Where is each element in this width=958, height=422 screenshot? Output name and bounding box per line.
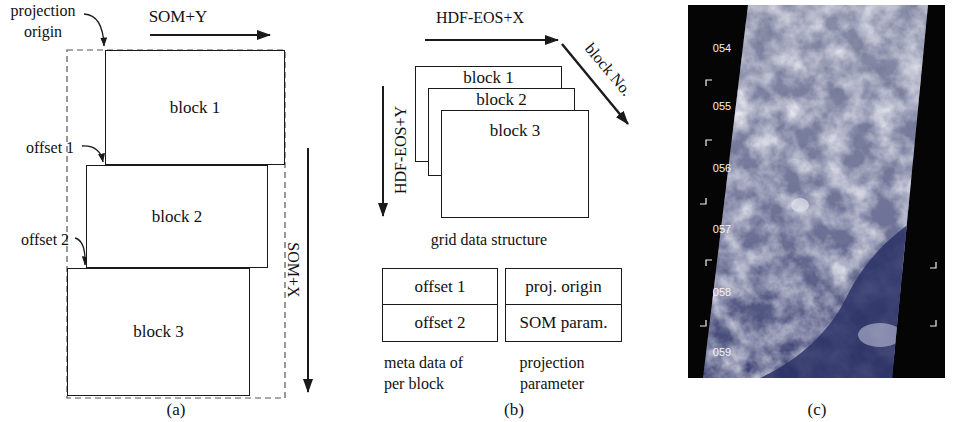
block-box: block 3 <box>67 268 250 396</box>
block-box: block 2 <box>86 165 268 268</box>
box-text: block 3 <box>133 322 184 342</box>
panel-label: (c) <box>808 399 827 421</box>
block-box: block 3 <box>441 110 589 218</box>
image-background <box>688 5 945 378</box>
callout-label: offset 2 <box>21 230 69 251</box>
axis-arrow <box>150 34 270 36</box>
callout-label: projection origin <box>3 1 83 43</box>
axis-label: HDF-EOS+X <box>436 8 524 29</box>
box-text: proj. origin <box>525 277 602 297</box>
path-number: 054 <box>713 41 731 55</box>
caption-label: grid data structure <box>431 230 547 251</box>
path-number: 056 <box>713 161 731 175</box>
path-number: 059 <box>713 345 731 359</box>
path-number: 055 <box>713 99 731 113</box>
caption-label: projection parameter <box>511 353 593 395</box>
axis-arrow <box>382 86 384 216</box>
panel-label: (b) <box>504 399 524 421</box>
leader-arrow <box>84 14 104 46</box>
box-text: block 2 <box>476 90 527 110</box>
box-text: block 2 <box>152 207 203 227</box>
leader-arrow <box>82 146 103 162</box>
box-text: offset 2 <box>414 313 465 333</box>
box-text: block 1 <box>170 98 221 118</box>
path-number: 057 <box>713 222 731 236</box>
block-box: block 1 <box>105 50 285 165</box>
leader-arrow <box>75 238 85 265</box>
table-cell: offset 1 <box>382 268 498 305</box>
axis-label: SOM+Y <box>149 6 208 28</box>
panel-label: (a) <box>167 399 186 421</box>
axis-arrow <box>425 39 558 41</box>
box-text: block 1 <box>463 68 514 88</box>
table-cell: offset 2 <box>382 304 498 342</box>
axis-label: block No. <box>580 39 636 101</box>
tick-marks <box>700 80 936 326</box>
axis-label: HDF-EOS+Y <box>391 106 412 194</box>
path-number: 058 <box>713 285 731 299</box>
box-text: offset 1 <box>414 277 465 297</box>
extent-outline <box>67 50 285 398</box>
box-text: block 3 <box>490 121 541 141</box>
box-text: SOM param. <box>520 313 608 333</box>
table-cell: SOM param. <box>505 304 622 342</box>
callout-label: offset 1 <box>26 138 74 159</box>
table-cell: proj. origin <box>505 268 622 305</box>
axis-label: SOM+X <box>283 242 304 297</box>
axis-arrow <box>307 148 309 392</box>
caption-label: meta data of per block <box>384 353 478 395</box>
satellite-strip <box>700 5 932 378</box>
